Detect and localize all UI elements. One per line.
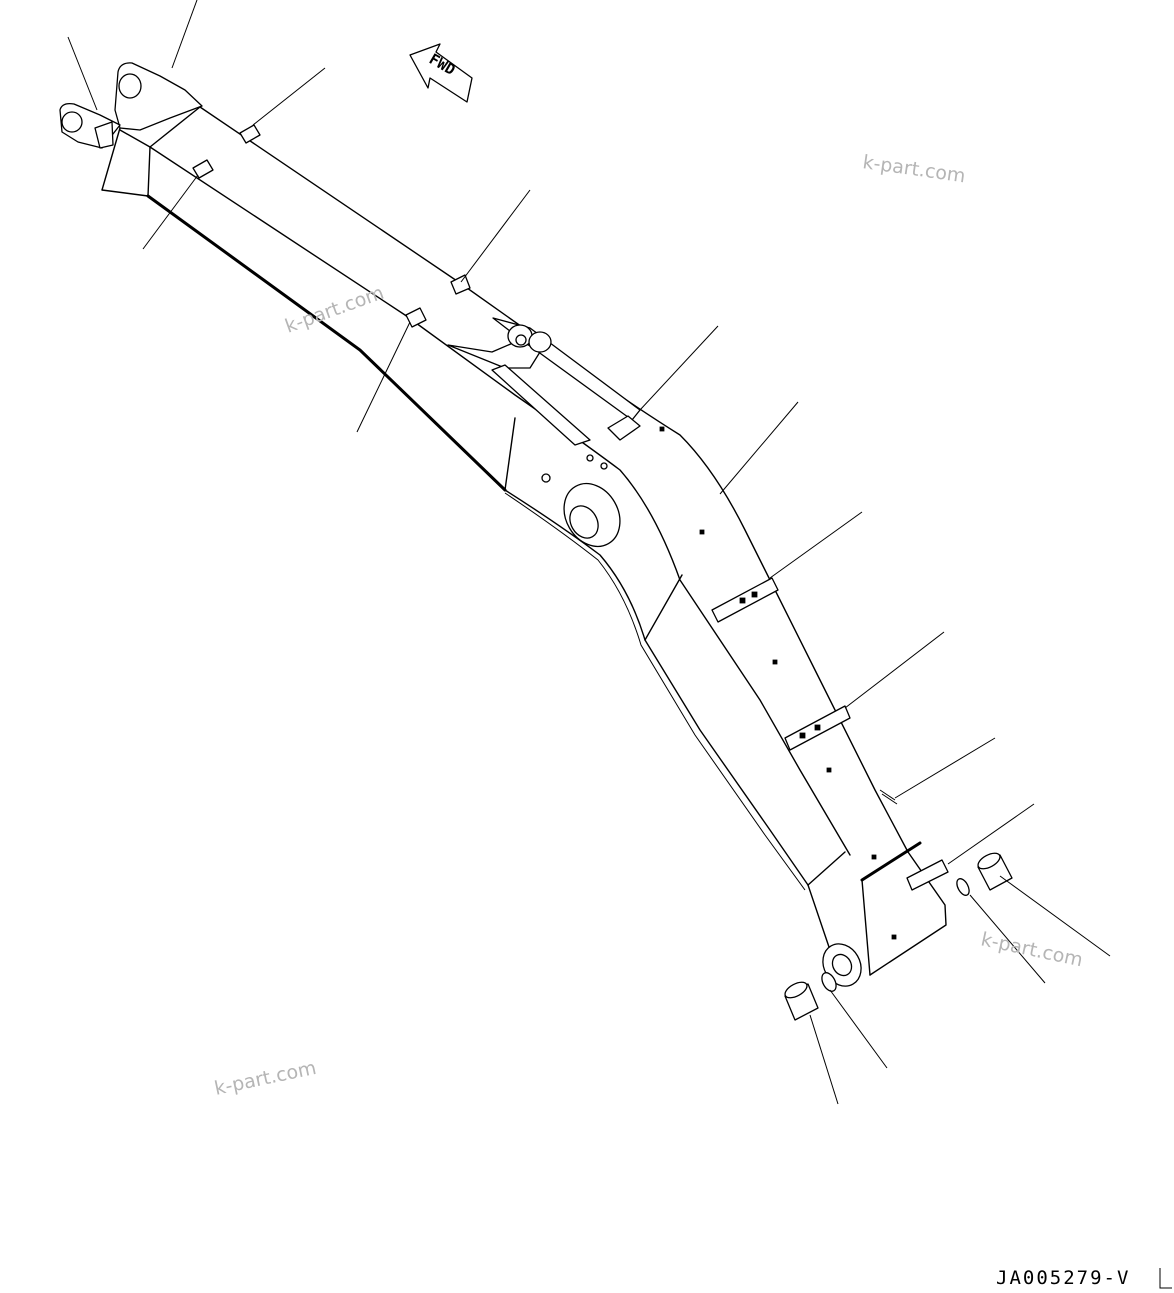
boom-body — [101, 106, 947, 976]
watermark: k-part.com — [979, 928, 1085, 971]
drawing-code: JA005279-V — [996, 1267, 1130, 1289]
watermark: k-part.com — [282, 282, 387, 338]
boom-foot-brackets — [59, 62, 203, 191]
watermark: k-part.com — [861, 151, 967, 187]
loose-parts — [784, 852, 1013, 1021]
fwd-arrow-icon: FWD — [409, 43, 473, 103]
hose-clamps — [192, 124, 949, 940]
leader-lines — [67, 0, 1111, 1105]
cylinder-bracket — [447, 317, 641, 446]
watermark: k-part.com — [212, 1057, 318, 1100]
center-boss — [541, 454, 621, 548]
